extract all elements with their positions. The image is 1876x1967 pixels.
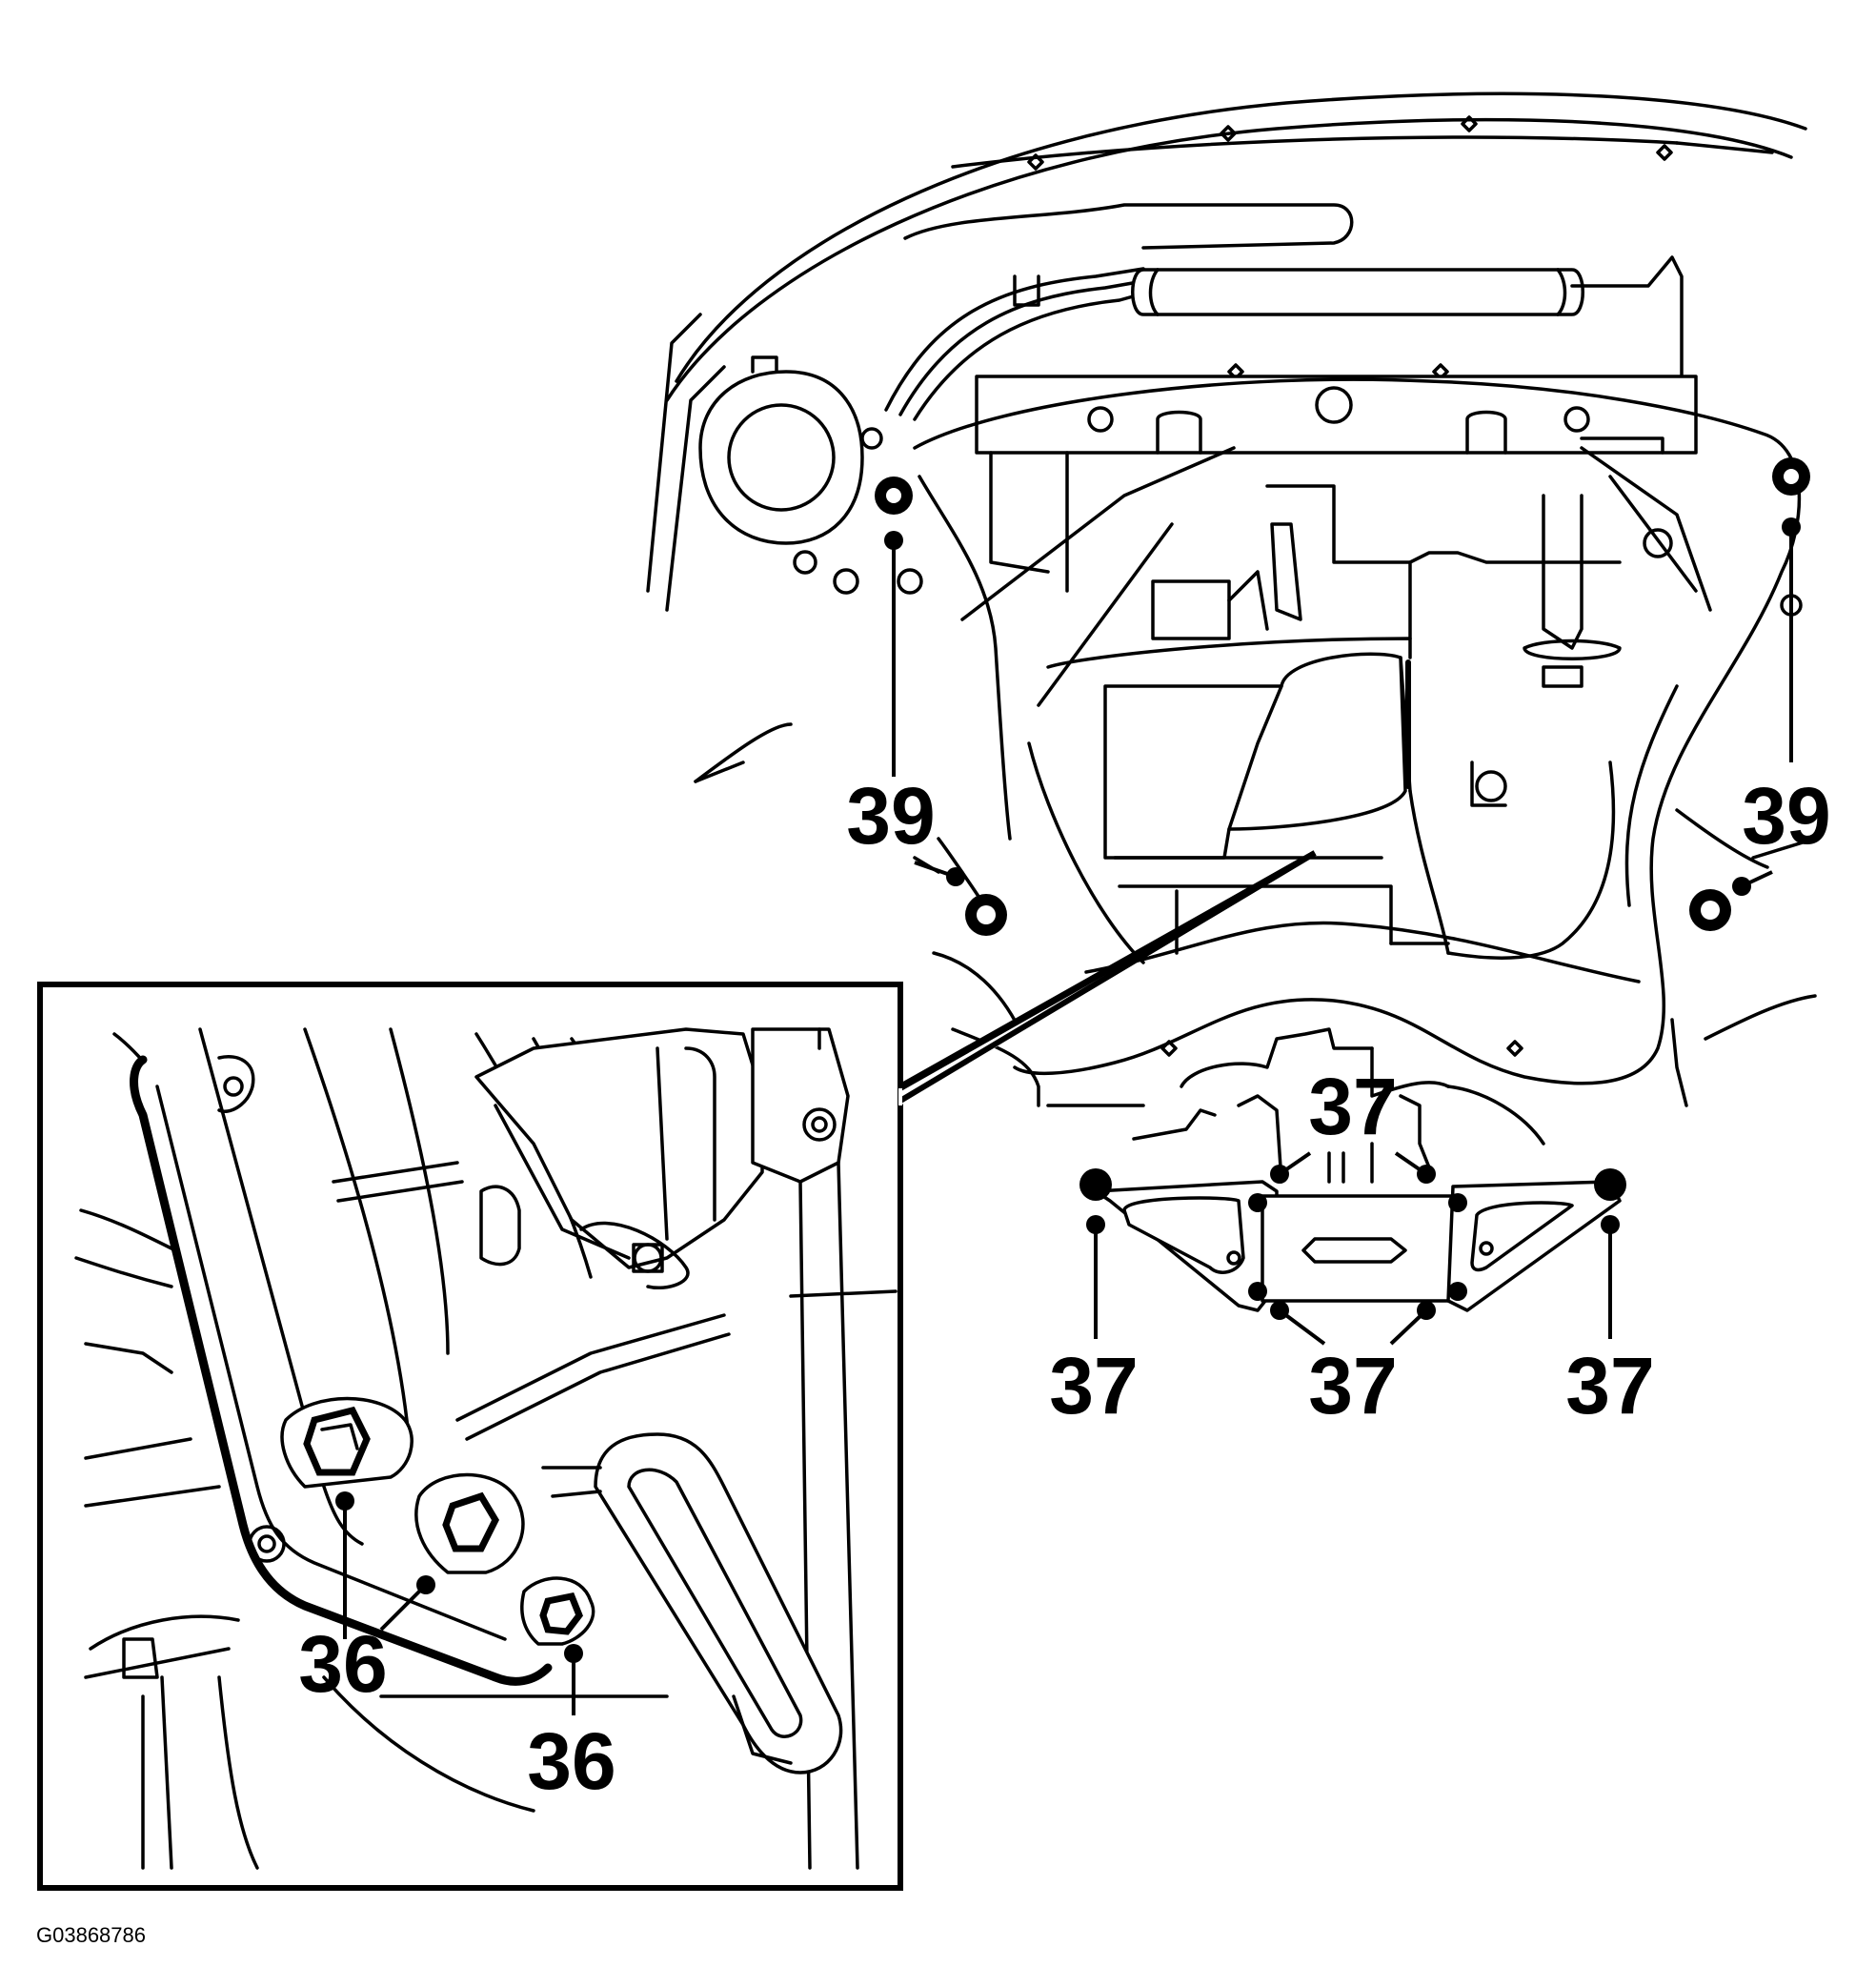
crossmember-upper	[975, 375, 1698, 593]
bolt-heads	[875, 457, 1810, 1301]
callout-37-left: 37	[1049, 1341, 1138, 1430]
bolt-icon	[1079, 1168, 1112, 1201]
body-side-panels	[694, 722, 1817, 1107]
wheel-hub-left	[698, 355, 923, 595]
cooler-pipes	[884, 203, 1684, 440]
callout-39-right: 39	[1742, 771, 1830, 861]
subframe	[913, 377, 1803, 1085]
detail-inset: 36 36	[37, 850, 1317, 1891]
lower-bracket	[1132, 1027, 1545, 1184]
bolt-icon	[1594, 1168, 1626, 1201]
inset-leaders	[335, 1491, 583, 1715]
bolt-icon	[1248, 1282, 1267, 1301]
callout-37-right: 37	[1565, 1341, 1654, 1430]
engine-mount-bracket	[1094, 1180, 1622, 1312]
bumper-outline	[646, 91, 1807, 612]
bolt-icon	[1448, 1282, 1467, 1301]
bolt-icon	[1448, 1193, 1467, 1212]
callout-36-upper: 36	[298, 1619, 387, 1709]
callout-37-top: 37	[1308, 1062, 1397, 1151]
callout-39-left: 39	[846, 771, 935, 861]
callout-37-mid: 37	[1308, 1341, 1397, 1430]
bolt-icon	[1248, 1193, 1267, 1212]
main-leaders	[884, 517, 1801, 1346]
engine-block	[1046, 484, 1622, 960]
callout-36-lower: 36	[527, 1716, 615, 1806]
figure-id-label: G03868786	[36, 1923, 146, 1947]
